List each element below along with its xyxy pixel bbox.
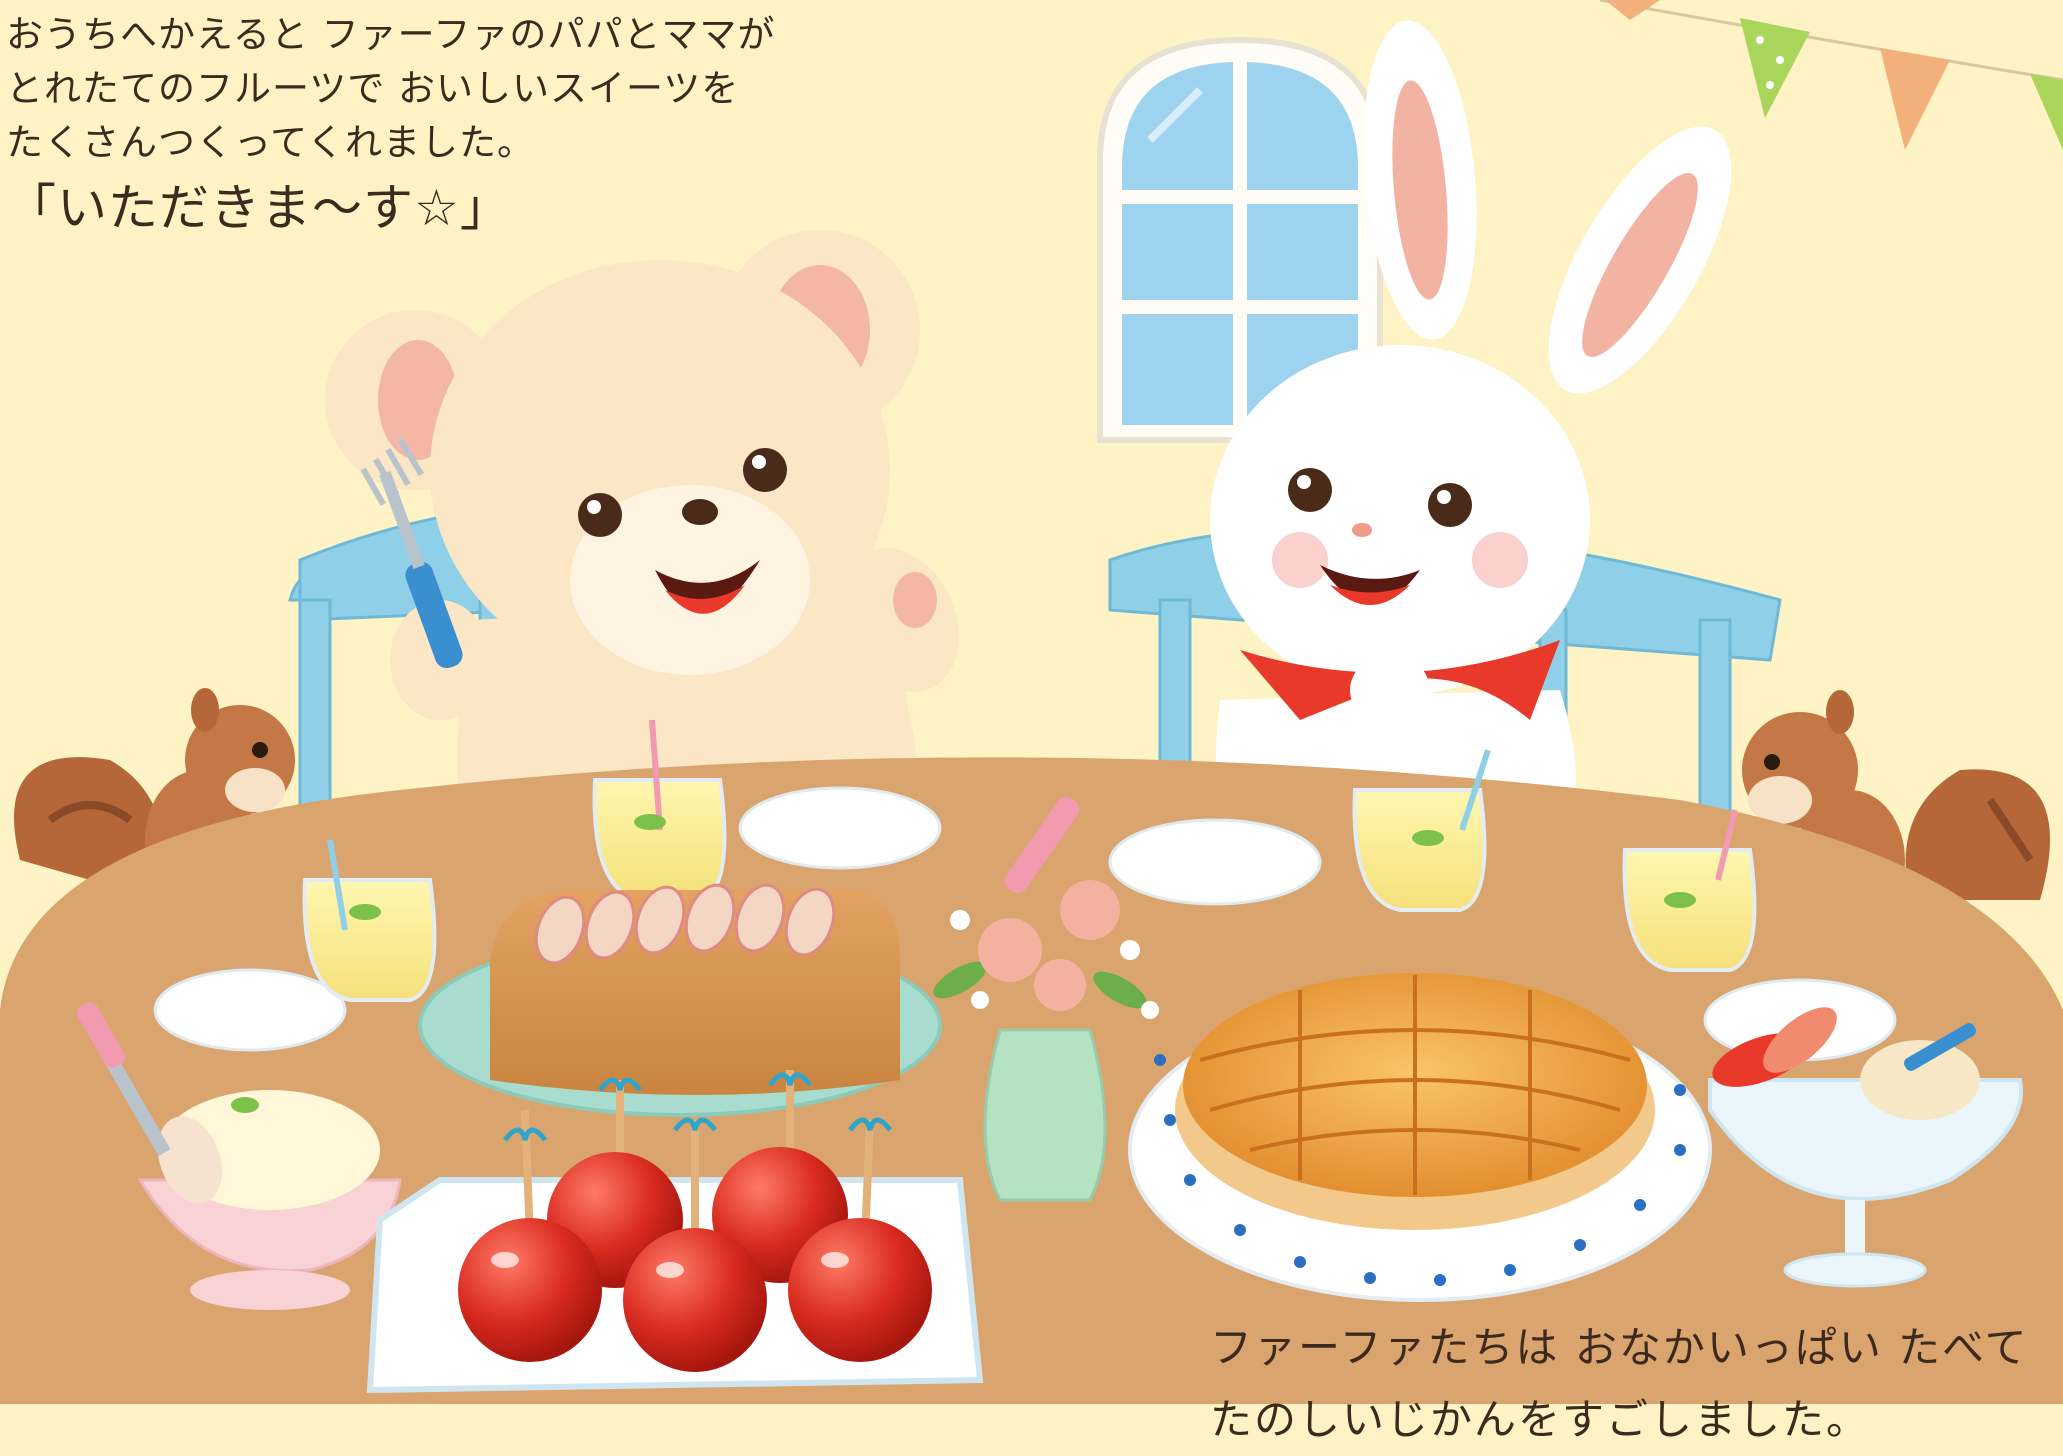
juice-glasses [302,719,1757,1002]
illustration-scene [0,0,2063,1404]
fork-icon [360,438,463,669]
side-plates [153,786,1897,1062]
bunting-garland [1599,0,2063,150]
story-text-top: おうちへかえると ファーファのパパとママが とれたてのフルーツで おいしいスイー… [6,8,775,244]
flower-vase [933,880,1159,1202]
story-line: とれたてのフルーツで おいしいスイーツを [6,67,740,110]
story-shout: 「いただきま〜す☆」 [6,179,511,237]
story-line: たくさんつくってくれました。 [6,121,536,164]
pink-fork-icon [1004,796,1080,894]
story-text-bottom: ファーファたちは おなかいっぱい たべて たのしいじかんをすごしました。 [1210,1312,2029,1456]
story-line: たのしいじかんをすごしました。 [1210,1395,1871,1444]
candy-apples [366,1070,984,1394]
story-line: おうちへかえると ファーファのパパとママが [6,13,776,56]
fruit-parfait [1708,1007,2024,1288]
apple-pie [1128,973,1712,1302]
story-line: ファーファたちは おなかいっぱい たべて [1210,1323,2029,1372]
arched-window [1097,36,1383,443]
apple-pound-cake [418,883,942,1117]
